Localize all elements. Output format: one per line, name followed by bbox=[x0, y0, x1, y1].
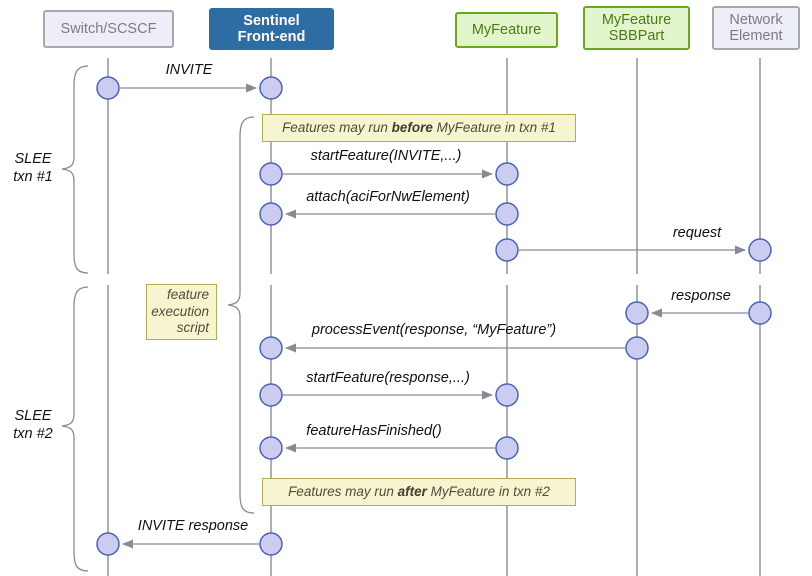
node-sentinel-finished-recv bbox=[259, 436, 283, 460]
message-label-attach: attach(aciForNwElement) bbox=[306, 189, 470, 205]
node-switch-inviteresponse-recv bbox=[96, 532, 120, 556]
node-sbbpart-response-recv bbox=[625, 301, 649, 325]
txn-braces bbox=[61, 65, 89, 572]
message-label-feature-has-finished: featureHasFinished() bbox=[306, 423, 442, 439]
node-sentinel-inviteresponse-send bbox=[259, 532, 283, 556]
node-sbbpart-processevent-send bbox=[625, 336, 649, 360]
node-feature-request-send bbox=[495, 238, 519, 262]
note-features-after: Features may run after MyFeature in txn … bbox=[262, 478, 576, 506]
node-sentinel-invite-recv bbox=[259, 76, 283, 100]
note-after-suffix: MyFeature in txn #2 bbox=[426, 483, 550, 499]
lifelines-txn2 bbox=[107, 285, 761, 576]
message-label-response: response bbox=[671, 288, 731, 304]
label-slee-txn2: SLEE txn #2 bbox=[13, 408, 53, 443]
node-feature-startfeature-recv bbox=[495, 162, 519, 186]
actor-network-element[interactable]: Network Element bbox=[712, 6, 800, 50]
node-network-request-recv bbox=[748, 238, 772, 262]
script-note-line-3: script bbox=[176, 319, 209, 335]
actor-sentinel-front-end[interactable]: Sentinel Front-end bbox=[209, 8, 334, 50]
note-after-text: Features may run after MyFeature in txn … bbox=[288, 484, 550, 500]
brace-txn2 bbox=[61, 286, 89, 572]
message-label-invite-response: INVITE response bbox=[137, 518, 249, 534]
node-sentinel-startfeature2-send bbox=[259, 383, 283, 407]
node-feature-attach-send bbox=[495, 202, 519, 226]
actor-switch-scscf[interactable]: Switch/SCSCF bbox=[43, 10, 174, 48]
note-before-suffix: MyFeature in txn #1 bbox=[432, 119, 556, 135]
node-sentinel-startfeature-send bbox=[259, 162, 283, 186]
node-sentinel-processevent-recv bbox=[259, 336, 283, 360]
node-switch-invite-send bbox=[96, 76, 120, 100]
message-arrows bbox=[120, 83, 748, 549]
note-features-before: Features may run before MyFeature in txn… bbox=[262, 114, 576, 142]
note-before-text: Features may run before MyFeature in txn… bbox=[282, 120, 556, 136]
message-label-invite: INVITE bbox=[165, 62, 213, 78]
note-feature-execution-script: feature execution script bbox=[146, 284, 217, 340]
brace-txn1 bbox=[61, 65, 89, 274]
brace-script bbox=[227, 116, 255, 514]
actor-myfeature-sbbpart[interactable]: MyFeature SBBPart bbox=[583, 6, 690, 50]
note-before-prefix: Features may run bbox=[282, 119, 392, 135]
node-feature-finished-send bbox=[495, 436, 519, 460]
note-before-emphasis: before bbox=[391, 119, 433, 135]
actor-myfeature[interactable]: MyFeature bbox=[455, 12, 558, 48]
message-label-start-feature-response: startFeature(response,...) bbox=[306, 370, 470, 386]
script-note-line-2: execution bbox=[151, 303, 209, 319]
lifelines-txn1 bbox=[107, 58, 761, 274]
note-after-emphasis: after bbox=[397, 483, 427, 499]
note-after-prefix: Features may run bbox=[288, 483, 398, 499]
message-label-request: request bbox=[672, 225, 722, 241]
node-network-response-send bbox=[748, 301, 772, 325]
event-nodes bbox=[96, 76, 772, 556]
message-label-process-event: processEvent(response, “MyFeature”) bbox=[311, 322, 557, 338]
node-feature-startfeature2-recv bbox=[495, 383, 519, 407]
message-label-start-feature-invite: startFeature(INVITE,...) bbox=[310, 148, 462, 164]
label-slee-txn1: SLEE txn #1 bbox=[13, 151, 53, 186]
node-sentinel-attach-recv bbox=[259, 202, 283, 226]
script-note-line-1: feature bbox=[166, 287, 209, 303]
